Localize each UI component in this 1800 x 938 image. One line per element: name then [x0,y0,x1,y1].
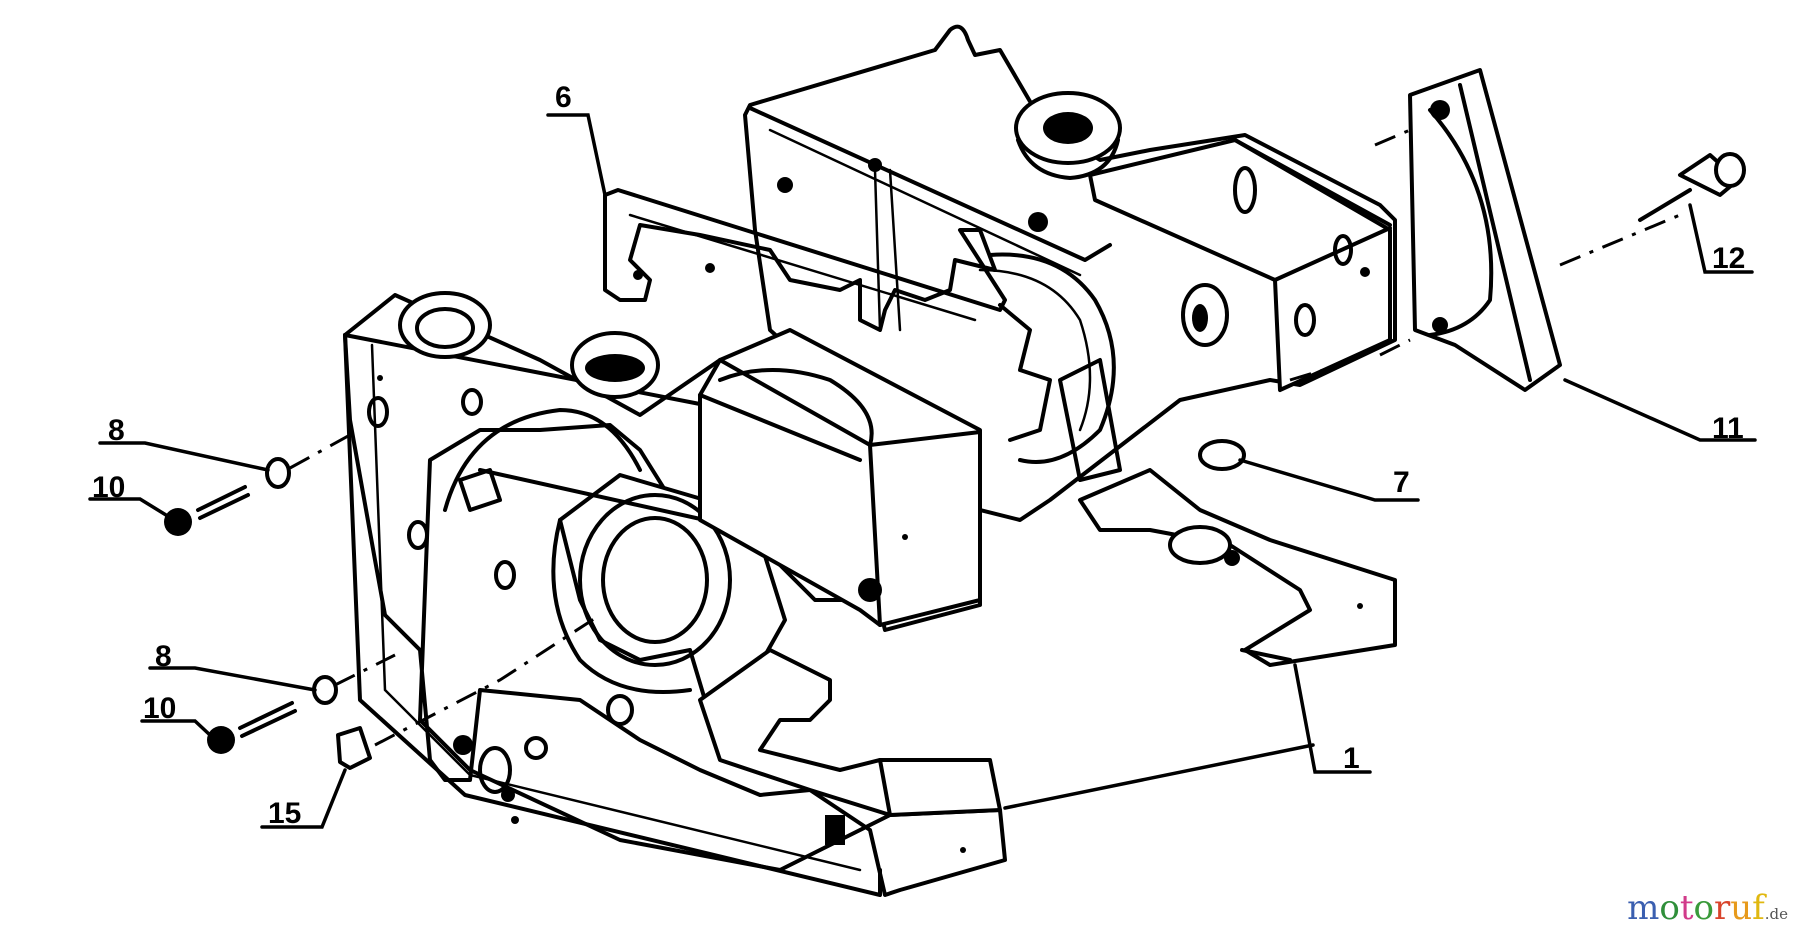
assembly-centerlines [289,128,1681,747]
screw-part-12 [1638,152,1746,222]
gasket-part-6 [603,188,1052,442]
callout-10-upper: 10 [88,471,168,517]
callout-1: 1 [1003,663,1372,810]
callout-label: 7 [1393,466,1410,499]
watermark-letter: m [1627,888,1660,928]
callout-label: 15 [268,797,301,830]
callout-label: 8 [155,640,172,673]
callout-10-lower: 10 [140,692,212,737]
fastener-group-lower [207,675,338,754]
watermark-logo: motoruf.de [1627,888,1788,928]
callout-6: 6 [546,81,607,197]
callout-label: 6 [555,81,572,114]
cover-plate-part-11 [1408,68,1562,392]
callout-8-lower: 8 [148,640,317,692]
sleeve-part-15 [336,726,372,770]
callout-8-upper: 8 [98,414,270,472]
watermark-letter: o [1659,888,1680,928]
watermark-letter: r [1713,888,1731,928]
fastener-group-upper [164,457,291,536]
callout-15: 15 [260,768,347,830]
callout-label: 12 [1712,242,1745,275]
callout-label: 1 [1343,742,1360,775]
watermark-letter: o [1693,888,1714,928]
watermark-letter: f [1752,888,1765,928]
watermark-letter: u [1730,888,1753,928]
callout-7: 7 [1238,458,1420,502]
watermark-tld: .de [1764,905,1788,923]
watermark-letter: t [1679,888,1694,928]
front-crankcase-half [343,291,1007,897]
callout-label: 8 [108,414,125,447]
callout-12: 12 [1688,203,1754,275]
callout-11: 11 [1563,378,1757,445]
